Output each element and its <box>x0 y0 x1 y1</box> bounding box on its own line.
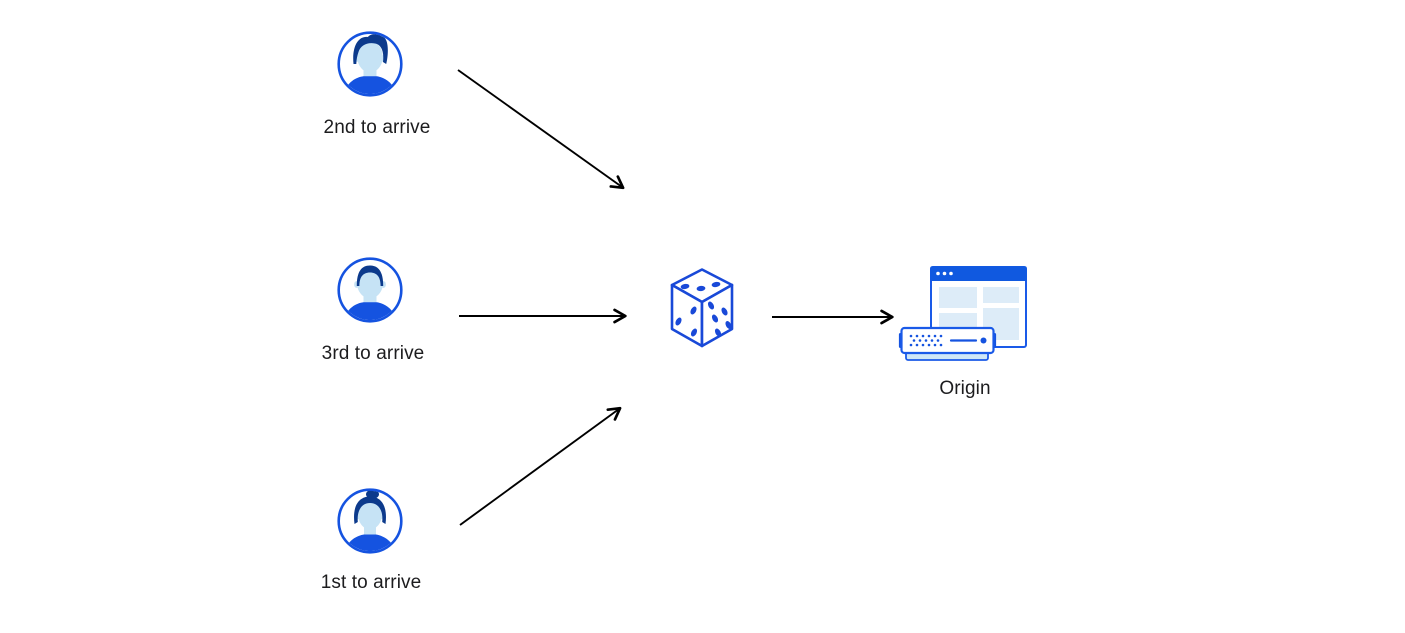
node-dice-randomizer <box>670 268 734 355</box>
node-origin <box>898 266 1028 371</box>
server-icon <box>898 326 997 361</box>
node-visitor-2nd <box>337 31 403 97</box>
visitor-3rd-label: 3rd to arrive <box>321 343 425 364</box>
user-male-quiff-avatar-icon <box>337 31 403 97</box>
arrow-visitor-bottom-to-dice <box>459 406 622 526</box>
node-visitor-1st <box>337 488 403 554</box>
arrow-visitor-top-to-dice <box>457 69 625 190</box>
dice-icon <box>670 268 734 354</box>
visitor-1st-label: 1st to arrive <box>320 572 422 593</box>
node-visitor-3rd <box>337 257 403 323</box>
visitor-2nd-label: 2nd to arrive <box>323 117 431 138</box>
user-female-bun-avatar-icon <box>337 488 403 554</box>
origin-browser-server-icon <box>898 266 1028 370</box>
origin-label: Origin <box>939 378 991 399</box>
user-male-short-hair-avatar-icon <box>337 257 403 323</box>
